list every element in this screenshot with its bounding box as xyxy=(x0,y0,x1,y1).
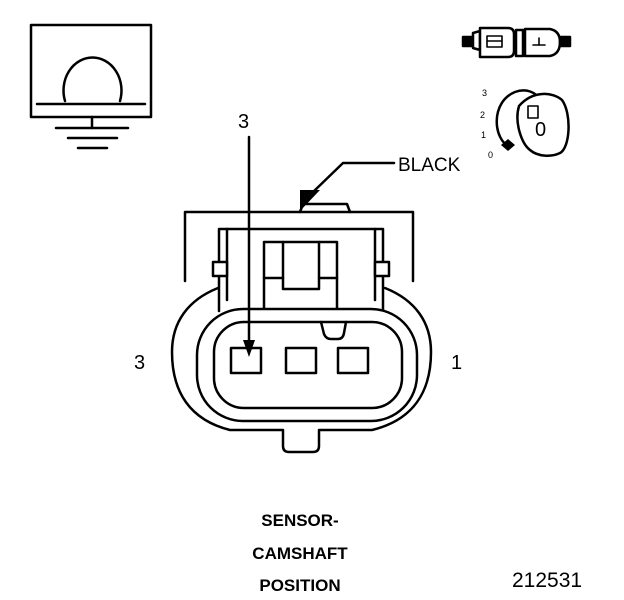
connector-body xyxy=(170,202,433,454)
connector-pair-icon xyxy=(461,26,572,59)
figure-number: 212531 xyxy=(512,569,583,592)
title-line-3: POSITION xyxy=(259,576,341,595)
position-value: 0 xyxy=(535,119,547,141)
black-wire-leader xyxy=(300,161,396,211)
position-scale-3: 3 xyxy=(482,88,488,98)
position-key-icon xyxy=(495,89,570,157)
pin-cavity xyxy=(336,346,370,375)
omega-ground-icon xyxy=(29,23,153,150)
wire-color-label: BLACK xyxy=(398,155,461,176)
pin-3-arrow xyxy=(243,135,255,357)
position-scale-2: 2 xyxy=(480,110,486,120)
position-scale-1: 1 xyxy=(481,130,487,140)
pin-cavity xyxy=(229,346,263,375)
position-scale-0: 0 xyxy=(488,150,494,160)
pin-3-top-label: 3 xyxy=(238,111,250,133)
title-line-2: CAMSHAFT xyxy=(252,544,348,563)
pin-3-side-label: 3 xyxy=(134,352,146,374)
pin-cavity xyxy=(284,346,318,375)
title-line-1: SENSOR- xyxy=(261,511,339,530)
pin-1-side-label: 1 xyxy=(451,352,463,374)
